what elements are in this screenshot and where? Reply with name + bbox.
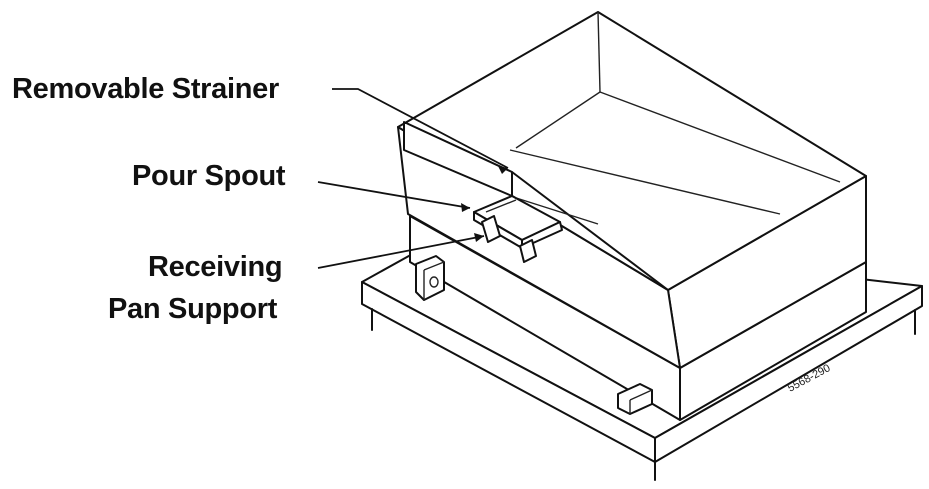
- support-bracket-right: [519, 239, 537, 263]
- pan-body: [397, 11, 867, 421]
- leader-lines: [317, 88, 509, 269]
- pan-rim: [397, 11, 867, 291]
- leader-support: [317, 235, 485, 269]
- strainer-edge: [511, 171, 669, 291]
- leader-strainer-arrow: [498, 166, 508, 174]
- pan-inner-left-floor-edge: [515, 91, 601, 149]
- label-pour-spout: Pour Spout: [132, 160, 286, 192]
- pour-spout-groove: [485, 199, 517, 213]
- clip-left-hole: [429, 276, 439, 288]
- pan-inner-floor-line: [509, 149, 781, 215]
- clip-left-body: [415, 255, 445, 301]
- pan-inner-back-corner: [597, 11, 601, 93]
- platform-right-edge: [654, 285, 923, 463]
- label-receiving: Receiving: [148, 251, 282, 283]
- label-removable-strainer: Removable Strainer: [12, 73, 279, 105]
- pan-inner-right-floor-edge: [599, 91, 841, 183]
- receiving-pan-support: [481, 215, 537, 263]
- strainer-lower-edge: [509, 195, 599, 225]
- support-bracket-left: [481, 215, 501, 243]
- leader-spout-arrow: [461, 203, 470, 212]
- label-pan-support: Pan Support: [108, 293, 278, 325]
- leader-support-arrow: [474, 233, 484, 242]
- clip-left: [415, 255, 445, 301]
- clip-right-body: [617, 383, 653, 415]
- leader-strainer: [332, 88, 509, 169]
- clip-right: [617, 383, 653, 415]
- leader-spout: [317, 181, 471, 209]
